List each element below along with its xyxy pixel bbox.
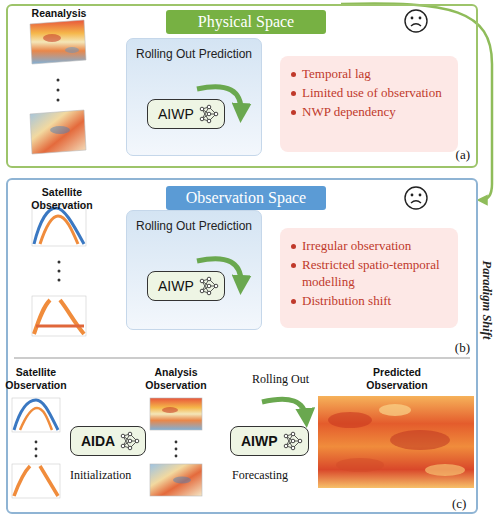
satellite-swath (34, 300, 84, 334)
space-panel: Physical Space (a) Rolling Out PredictionA… (6, 4, 478, 168)
satellite-map (32, 296, 86, 336)
ellipsis-dot (35, 455, 38, 458)
map-blob (379, 404, 411, 416)
panel-letter: (b) (455, 340, 470, 356)
issue-item: Distribution shift (290, 293, 450, 310)
map-blob (162, 407, 178, 413)
network-icon (121, 432, 139, 450)
predicted-map (318, 396, 474, 488)
satellite-swath (14, 466, 58, 496)
image-label: Predicted Observation (352, 366, 442, 391)
satellite-map (12, 398, 60, 432)
ellipsis-dot (58, 270, 61, 273)
network-icon (283, 431, 303, 451)
sad-face (405, 187, 427, 209)
model-name: AIWP (241, 433, 278, 449)
space-header: Physical Space (166, 10, 326, 34)
map-blob (65, 47, 79, 53)
analysis-map (150, 464, 202, 496)
satellite-swath (20, 408, 52, 430)
bullet-dot (291, 299, 296, 304)
network-icon (284, 432, 302, 450)
ellipsis-dot (35, 441, 38, 444)
reanalysis-map (30, 20, 86, 64)
space-panel: Observation Space (b) Rolling Out Predicti… (6, 178, 478, 514)
image-label: Satellite Observation (10, 186, 114, 211)
map-blob (425, 464, 465, 476)
step-label: Forecasting (232, 468, 288, 483)
satellite-swath (14, 400, 58, 430)
satellite-map (32, 206, 86, 246)
satellite-swath (40, 216, 78, 244)
issue-box: Temporal lagLimited use of observationNW… (280, 56, 458, 152)
model-box: AIWP (147, 271, 225, 301)
global-map (318, 396, 474, 488)
ellipsis-dot (58, 261, 61, 264)
bullet-dot (291, 263, 296, 268)
network-icon (200, 105, 218, 123)
ellipsis-dot (35, 448, 38, 451)
network-icon (120, 431, 140, 451)
issue-item: Irregular observation (290, 238, 450, 255)
model-name: AIDA (81, 433, 115, 449)
ellipsis-dot (57, 79, 60, 82)
reanalysis-images (30, 20, 86, 154)
analysis-images (150, 398, 202, 496)
ellipsis-dot (57, 99, 60, 102)
map-blob (336, 458, 384, 472)
model-box: AIWP (147, 99, 225, 129)
map-blob (43, 34, 61, 42)
ellipsis-dot (175, 455, 178, 458)
issue-box: Irregular observationRestricted spatio-t… (280, 228, 458, 328)
bullet-dot (291, 244, 296, 249)
satellite-images (32, 206, 86, 336)
bullet-dot (291, 91, 296, 96)
panel-letter: (c) (452, 496, 466, 512)
image-label: Analysis Observation (138, 366, 214, 391)
separator-line (14, 357, 470, 358)
map-blob (50, 126, 70, 134)
image-label: Satellite Observation (0, 366, 72, 391)
network-icon (200, 277, 218, 295)
issue-item: Restricted spatio-temporal modelling (290, 257, 450, 291)
rollout-box: Rolling Out PredictionAIWP (126, 210, 262, 330)
model-name: AIWP (158, 106, 194, 122)
shift-label: Paradigm Shift (479, 225, 495, 375)
satellite-swath (36, 325, 84, 328)
issue-item: Temporal lag (290, 66, 450, 83)
satellite-map (12, 464, 60, 498)
rolling-arrow (262, 399, 306, 418)
bullet-dot (291, 72, 296, 77)
issue-item: Limited use of observation (290, 85, 450, 102)
step-label: Rolling Out (252, 372, 309, 387)
map-blob (390, 430, 450, 450)
network-icon (199, 276, 219, 296)
satellite-images (12, 398, 60, 498)
space-header: Observation Space (166, 186, 326, 210)
sad-face (405, 10, 427, 32)
rollout-title: Rolling Out Prediction (127, 211, 261, 233)
map-blob (173, 477, 191, 484)
satellite-swath (34, 208, 84, 244)
rollout-box: Rolling Out PredictionAIWP (126, 38, 262, 156)
model-box: AIWP (230, 426, 309, 456)
map-blob (328, 412, 372, 428)
rollout-title: Rolling Out Prediction (127, 39, 261, 61)
model-box: AIDA (70, 426, 146, 456)
analysis-map (150, 398, 202, 430)
ellipsis-dot (175, 441, 178, 444)
bullet-dot (291, 110, 296, 115)
image-label: Reanalysis (26, 7, 92, 20)
network-icon (199, 104, 219, 124)
reanalysis-map (30, 110, 86, 154)
step-label: Initialization (70, 468, 131, 483)
ellipsis-dot (175, 448, 178, 451)
issue-item: NWP dependency (290, 104, 450, 121)
ellipsis-dot (58, 279, 61, 282)
ellipsis-dot (57, 89, 60, 92)
model-name: AIWP (158, 278, 194, 294)
panel-letter: (a) (456, 147, 470, 163)
